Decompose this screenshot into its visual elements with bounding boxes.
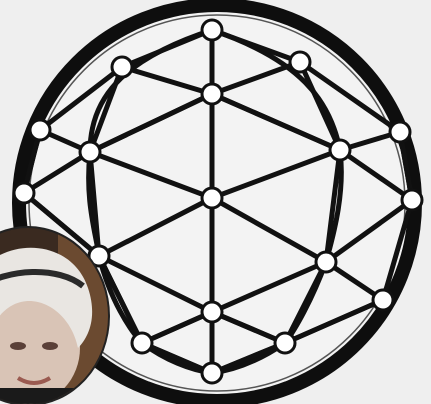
node [30, 120, 50, 140]
node [390, 122, 410, 142]
node [202, 188, 222, 208]
node [275, 333, 295, 353]
node [202, 302, 222, 322]
node [202, 20, 222, 40]
node [132, 333, 152, 353]
node [202, 363, 222, 383]
node [330, 140, 350, 160]
node [316, 252, 336, 272]
node [112, 57, 132, 77]
node [402, 190, 422, 210]
node [14, 183, 34, 203]
node [290, 52, 310, 72]
node [373, 290, 393, 310]
node [202, 84, 222, 104]
node [80, 142, 100, 162]
